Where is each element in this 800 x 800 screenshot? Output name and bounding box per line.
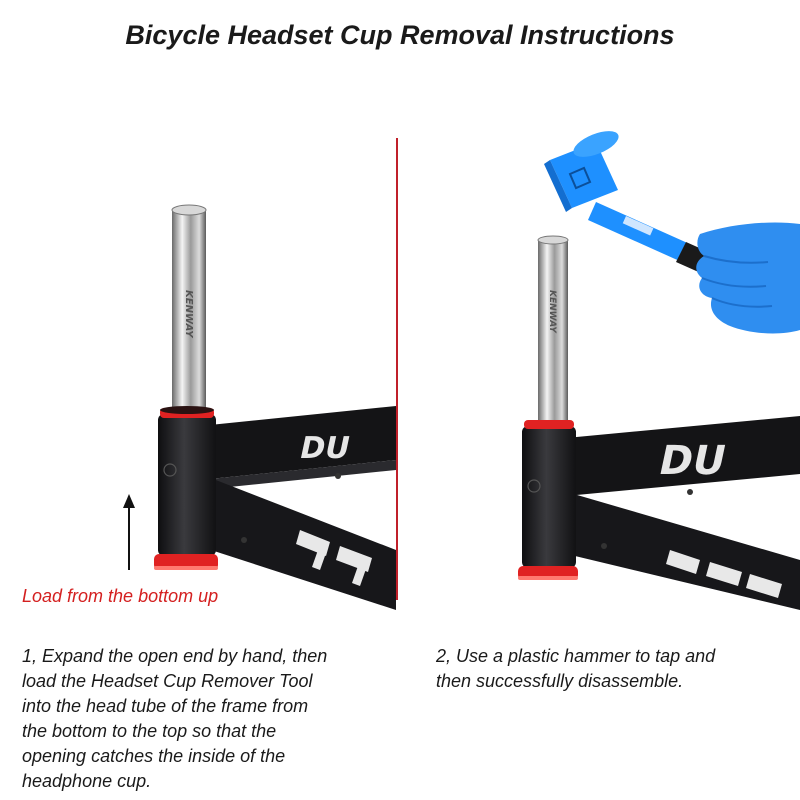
tool-brand-text: KENWAY: [547, 290, 557, 334]
bike-frame: DU: [158, 406, 396, 610]
headset-cup-bottom: [518, 566, 578, 580]
panel-divider: [396, 138, 398, 600]
page-title: Bicycle Headset Cup Removal Instructions: [125, 20, 675, 50]
step-2-svg: KENWAY DU: [518, 131, 800, 610]
step-2-illustration: KENWAY DU: [400, 130, 800, 610]
down-tube-graphics: [666, 550, 782, 598]
headset-cup-bottom: [154, 554, 218, 570]
headset-cup-top: [160, 406, 214, 418]
frame-lettering: DU: [655, 436, 731, 483]
tool-brand-text: KENWAY: [183, 290, 194, 339]
up-arrow-icon: [123, 494, 135, 570]
gloved-hand-icon: [696, 222, 800, 334]
step-2-text: 2, Use a plastic hammer to tap and then …: [436, 646, 716, 691]
load-direction-label: Load from the bottom up: [22, 586, 219, 606]
step-1-svg: KENWAY DU: [123, 204, 396, 610]
frame-lettering: DU: [297, 431, 354, 466]
remover-tool-rod: KENWAY: [171, 204, 207, 418]
bike-frame: DU: [522, 416, 800, 610]
headset-cup-top: [524, 420, 574, 429]
remover-tool-rod: KENWAY: [537, 235, 569, 428]
step-1-illustration: KENWAY DU: [0, 130, 396, 610]
step-1-text: 1, Expand the open end by hand, then loa…: [22, 646, 328, 791]
down-tube-graphics: [296, 530, 372, 586]
